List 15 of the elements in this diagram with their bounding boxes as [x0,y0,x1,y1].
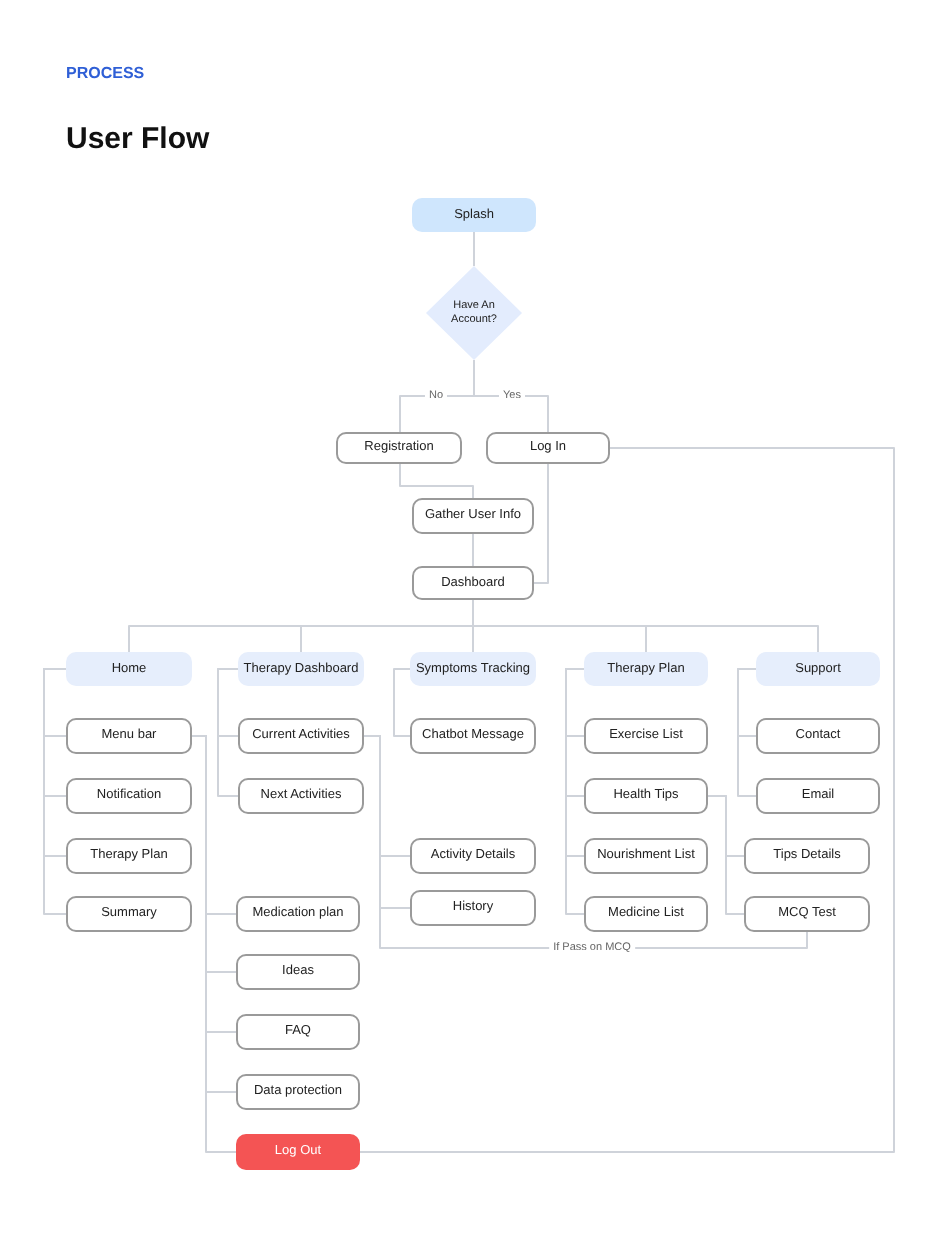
connector [473,231,475,267]
connector [533,463,549,584]
connector [707,795,745,915]
connector [473,359,549,433]
connector [217,668,239,797]
title: User Flow [66,122,210,156]
connector [565,668,585,915]
connector [472,599,819,653]
section-label: PROCESS [66,64,145,82]
connector [472,533,474,567]
connector [393,668,411,737]
connector [43,668,67,915]
connector [359,447,895,1153]
connector [737,668,757,797]
connector [399,463,474,499]
